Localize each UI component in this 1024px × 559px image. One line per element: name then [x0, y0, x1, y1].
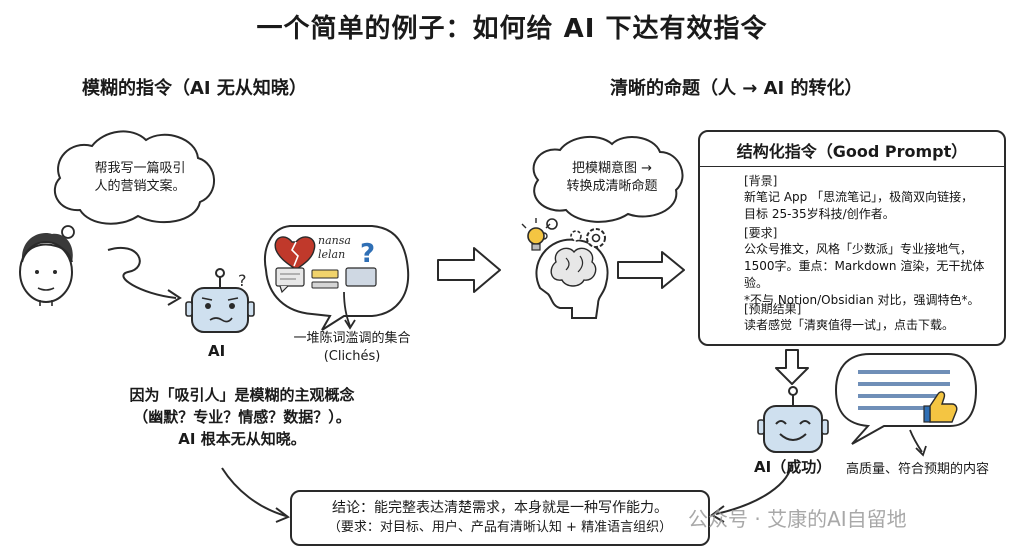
vague-prompt-line2: 人的营销文案。: [94, 179, 186, 194]
explanation-line3: AI 根本无从知晓。: [178, 430, 306, 448]
thumbs-up-icon: [923, 391, 958, 423]
watermark: 公众号 · 艾康的AI自留地: [688, 507, 907, 531]
block-arrow-middle: [437, 247, 501, 293]
cliche-label-line2: (Clichés): [323, 349, 381, 364]
lightbulb-icon: [521, 218, 551, 251]
section-requirements-line2: 1500字。重点：Markdown 渲染，无干扰体验。: [744, 259, 985, 290]
section-expected-line1: 读者感觉「清爽值得一试」，点击下载。: [744, 318, 955, 332]
explanation-line2: （幽默？专业？情感？数据？）。: [133, 408, 351, 426]
gear-icon: [570, 228, 606, 248]
question-icon: ?: [360, 239, 375, 269]
section-requirements: [要求] 公众号推文，风格「少数派」专业接地气， 1500字。重点：Markdo…: [744, 224, 1000, 309]
vague-prompt-text: 帮我写一篇吸引 人的营销文案。: [78, 160, 202, 196]
robot-label-right: AI（成功）: [754, 458, 832, 476]
right-heading: 清晰的命题（人 → AI 的转化）: [610, 78, 863, 99]
down-arrow: [775, 349, 809, 385]
conclusion-line1: 结论：能完整表达清楚需求，本身就是一种写作能力。: [332, 500, 668, 516]
robot-label-left: AI: [208, 342, 226, 360]
convert-intent-line2: 转换成清晰命题: [566, 179, 658, 194]
svg-text:nansa: nansa: [318, 234, 351, 247]
broken-heart-icon: [274, 236, 316, 271]
robot-happy-icon: [757, 386, 829, 453]
section-requirements-label: [要求]: [744, 226, 778, 240]
left-heading: 模糊的指令（AI 无从知晓）: [82, 78, 307, 99]
panel-title: 结构化指令（Good Prompt）: [736, 142, 968, 161]
brain-head-icon: [535, 238, 609, 319]
vague-prompt-line1: 帮我写一篇吸引: [94, 161, 186, 176]
svg-text:lelan: lelan: [318, 248, 345, 261]
section-requirements-line3: *不与 Notion/Obsidian 对比，强调特色*。: [744, 293, 980, 307]
robot-confused-icon: [185, 268, 255, 333]
convert-intent-line1: 把模糊意图 →: [571, 161, 653, 176]
convert-intent-text: 把模糊意图 → 转换成清晰命题: [548, 160, 676, 196]
right-thought-bubble: [532, 135, 684, 240]
section-expected: [预期结果] 读者感觉「清爽值得一试」，点击下载。: [744, 300, 1000, 334]
vague-explanation: 因为「吸引人」是模糊的主观概念 （幽默？专业？情感？数据？）。 AI 根本无从知…: [82, 384, 402, 450]
block-arrow-right: [617, 251, 685, 289]
structured-prompt-panel: 结构化指令（Good Prompt） [背景] 新笔记 App 「思流笔记」，极…: [698, 130, 1006, 346]
conclusion-line2: （要求：对目标、用户、产品有清晰认知 + 精准语言组织）: [327, 520, 673, 535]
section-expected-label: [预期结果]: [744, 302, 802, 316]
arrow-to-conclusion-left: [221, 467, 287, 517]
arrow-person-to-robot: [107, 247, 177, 299]
section-requirements-line1: 公众号推文，风格「少数派」专业接地气，: [744, 242, 973, 256]
section-background-label: [背景]: [744, 174, 778, 188]
explanation-line1: 因为「吸引人」是模糊的主观概念: [129, 386, 355, 404]
result-speech-bubble: [834, 353, 978, 445]
section-background-line2: 目标 25-35岁科技/创作者。: [744, 207, 895, 221]
cliche-speech-bubble: nansa lelan ?: [264, 225, 410, 331]
person-head-icon: [19, 233, 73, 306]
result-label: 高质量、符合预期的内容: [846, 462, 990, 477]
cliche-label: 一堆陈词滥调的集合 (Clichés): [292, 330, 412, 366]
arrow-to-conclusion-right: [715, 461, 793, 515]
page-title: 一个简单的例子：如何给 AI 下达有效指令: [256, 14, 768, 44]
small-question-mark: ?: [238, 271, 247, 290]
cliche-label-line1: 一堆陈词滥调的集合: [293, 331, 411, 346]
section-background-line1: 新笔记 App 「思流笔记」，极简双向链接，: [744, 190, 974, 204]
conclusion-box: 结论：能完整表达清楚需求，本身就是一种写作能力。 （要求：对目标、用户、产品有清…: [290, 490, 710, 546]
section-background: [背景] 新笔记 App 「思流笔记」，极简双向链接， 目标 25-35岁科技/…: [744, 172, 1000, 223]
